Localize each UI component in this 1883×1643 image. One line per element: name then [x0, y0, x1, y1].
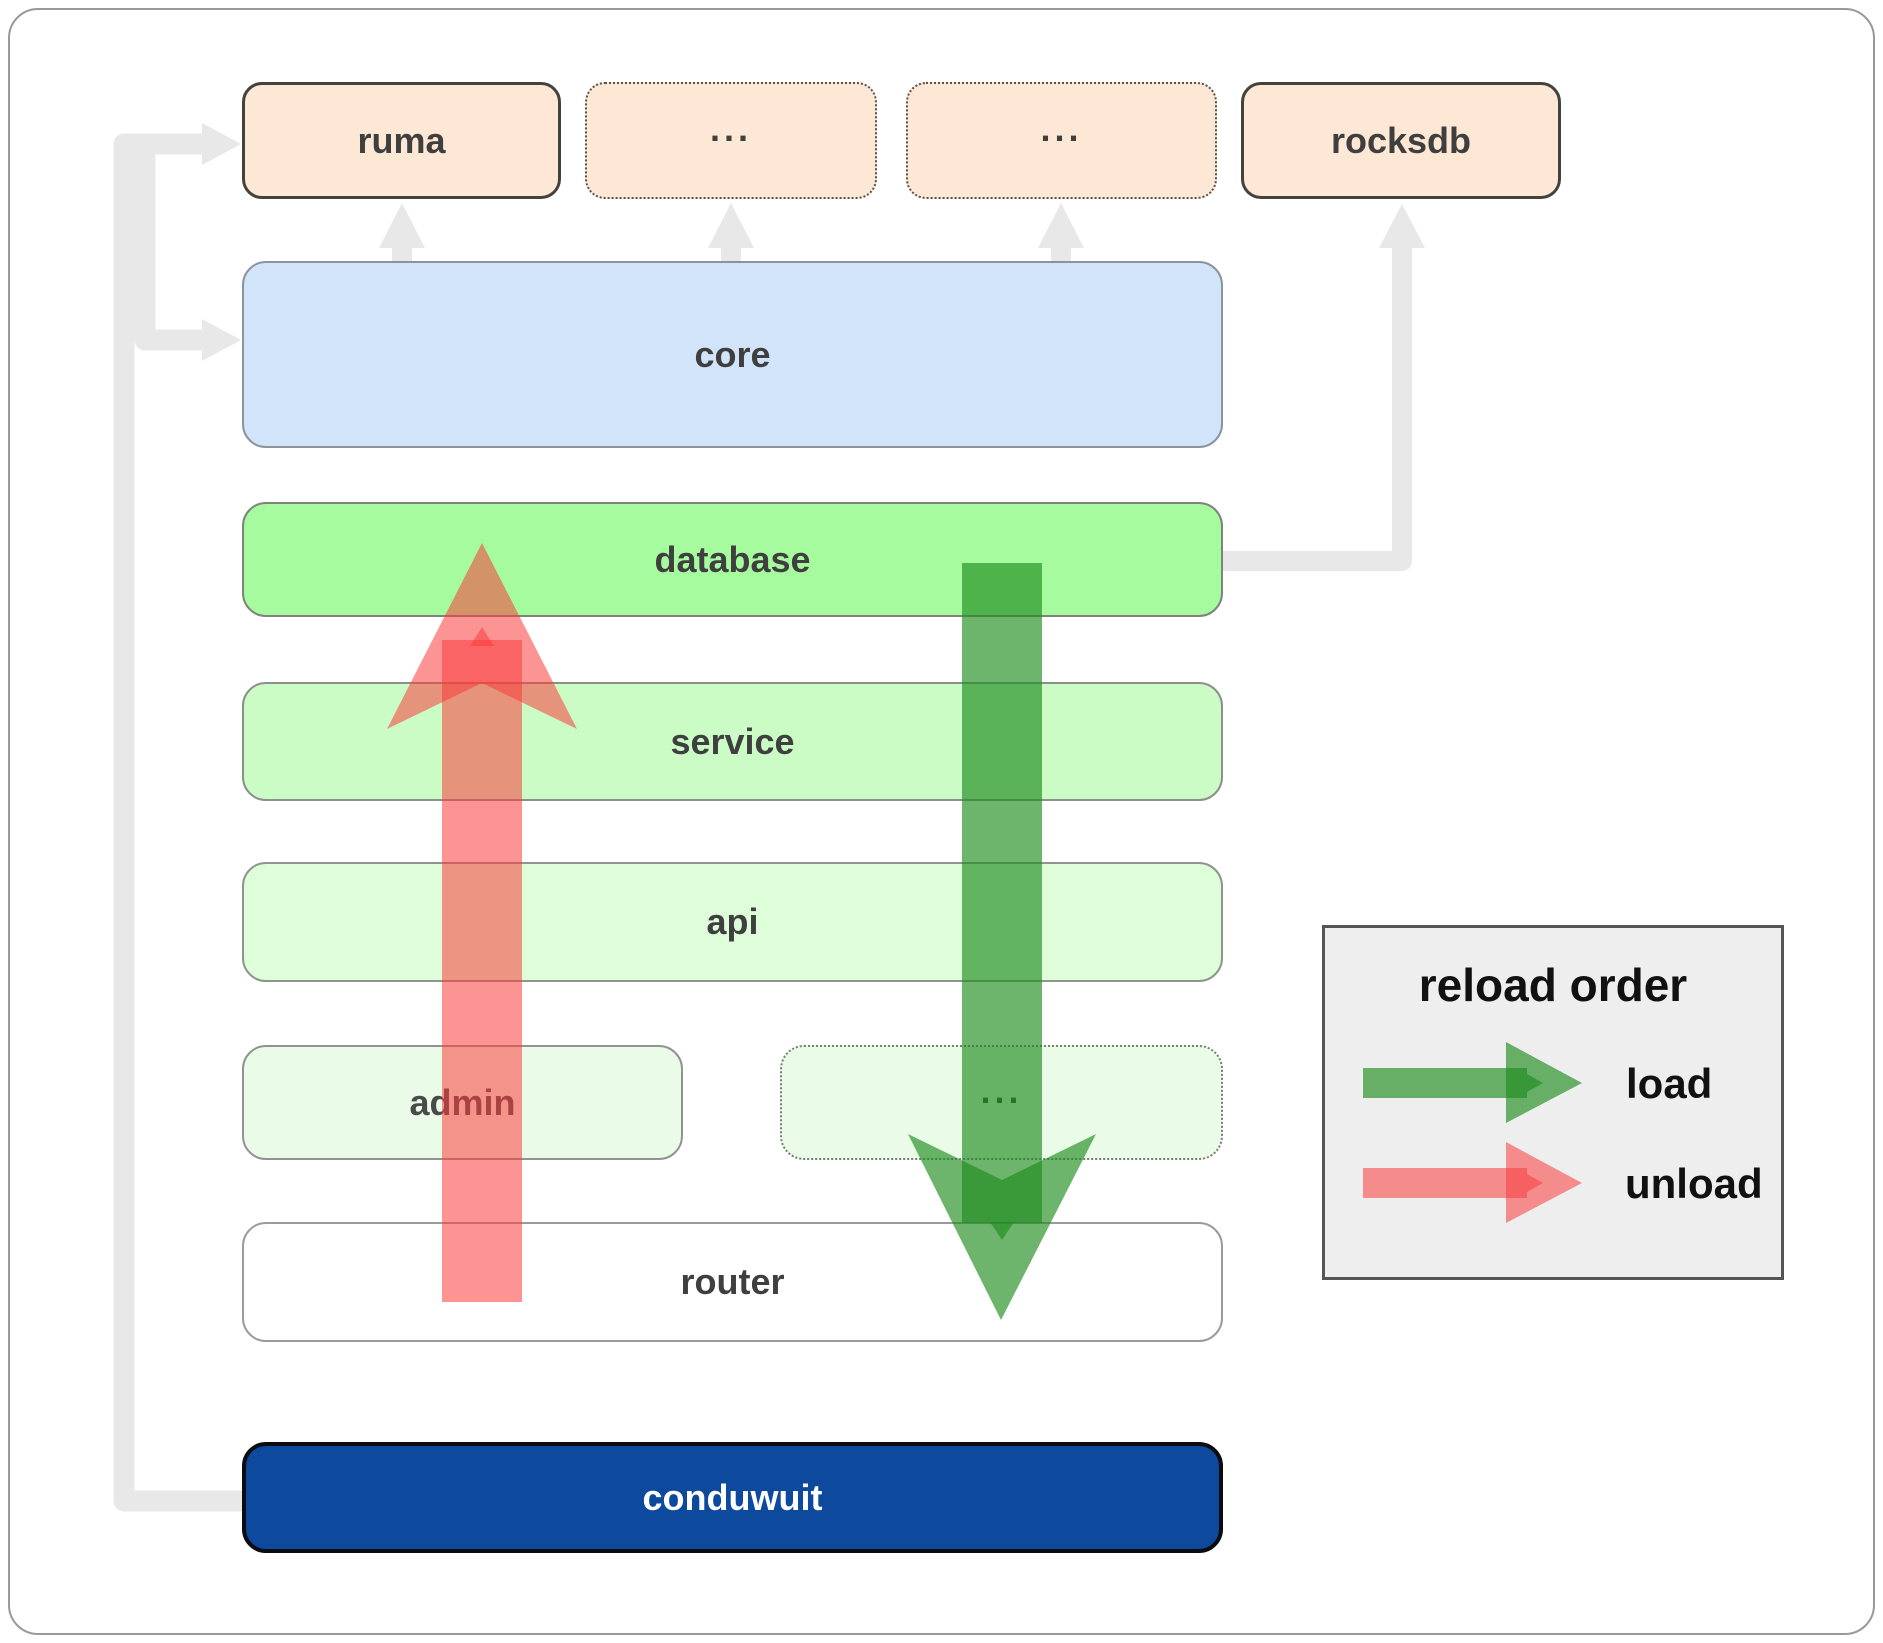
box-admin-row-dots-label: ...: [980, 1069, 1023, 1111]
box-top-dots-left-label: ...: [709, 107, 752, 149]
box-admin: admin: [242, 1045, 683, 1160]
box-admin-row-dots: ...: [780, 1045, 1223, 1160]
box-service-label: service: [670, 720, 795, 762]
box-top-dots-right-label: ...: [1040, 107, 1083, 149]
box-service: service: [242, 682, 1223, 801]
box-core-label: core: [694, 333, 771, 375]
box-core: core: [242, 261, 1223, 448]
legend-title: reload order: [1418, 959, 1688, 1011]
box-ruma-label: ruma: [357, 119, 446, 161]
box-admin-label: admin: [409, 1081, 516, 1123]
box-rocksdb: rocksdb: [1241, 82, 1561, 199]
box-api: api: [242, 862, 1223, 982]
box-top-dots-right: ...: [906, 82, 1217, 199]
box-api-label: api: [706, 901, 759, 942]
box-ruma: ruma: [242, 82, 561, 199]
box-database-label: database: [654, 538, 811, 580]
legend-load-label: load: [1626, 1060, 1713, 1107]
box-top-dots-left: ...: [585, 82, 877, 199]
box-database: database: [242, 502, 1223, 617]
box-router-label: router: [680, 1261, 785, 1302]
box-conduwuit-label: conduwuit: [642, 1476, 823, 1518]
outer-frame: [8, 8, 1875, 1635]
box-conduwuit: conduwuit: [242, 1442, 1223, 1553]
box-rocksdb-label: rocksdb: [1330, 119, 1472, 161]
box-router: router: [242, 1222, 1223, 1342]
legend-unload-label: unload: [1625, 1160, 1763, 1207]
